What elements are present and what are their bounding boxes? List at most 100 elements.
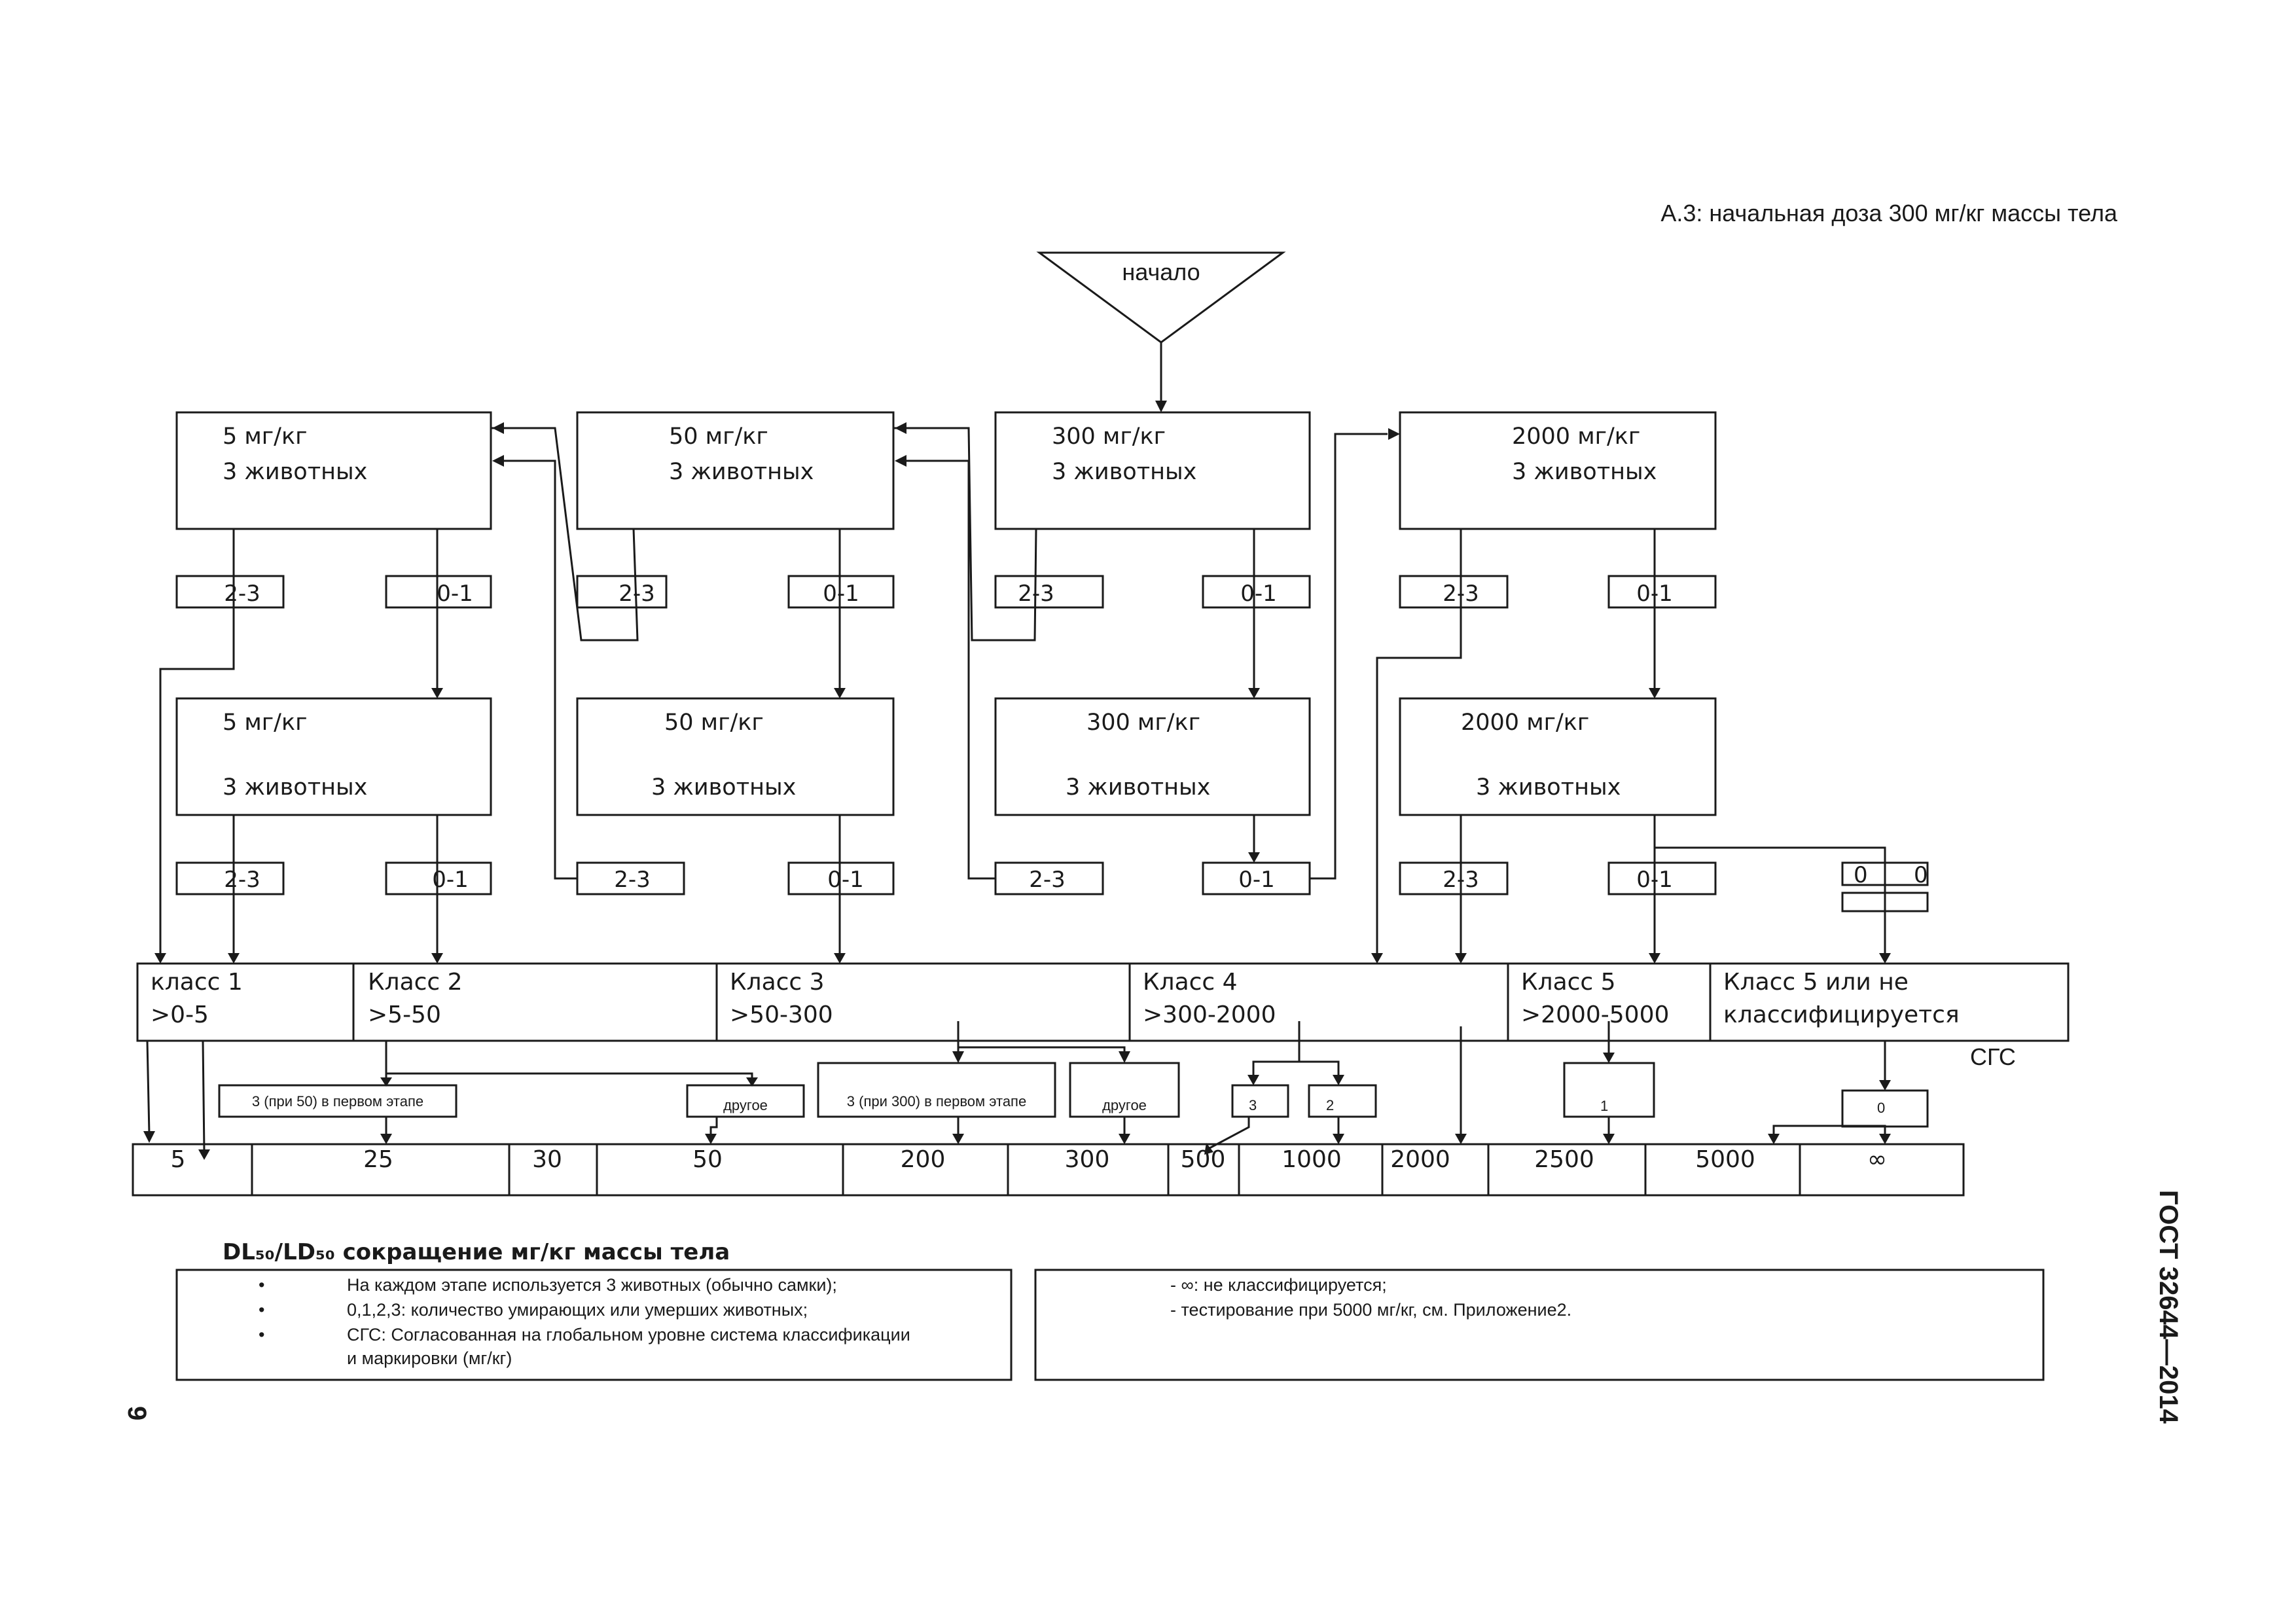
ghs-label: СГС	[1970, 1043, 2016, 1070]
legend-title: DL₅₀/LD₅₀ сокращение мг/кг массы тела	[223, 1239, 730, 1265]
svg-text:другое: другое	[723, 1097, 768, 1113]
dose-label: 5 мг/кг	[223, 710, 308, 736]
class-5-cell: Класс 5 >2000-5000	[1521, 969, 1669, 1028]
sub-box-2: 2	[1308, 1084, 1377, 1118]
class-name: Класс 3	[730, 969, 825, 996]
bullet: •	[259, 1300, 264, 1320]
svg-text:0: 0	[1854, 862, 1868, 888]
svg-text:0-1: 0-1	[437, 581, 473, 607]
class-4-cell: Класс 4 >300-2000	[1143, 969, 1276, 1028]
result-box-r2-300-survive: 0-1	[1202, 861, 1311, 895]
bullet: •	[259, 1325, 264, 1344]
sub-box-3: 3	[1231, 1084, 1289, 1118]
dose-box-2000-row1: 2000 мг/кг 3 животных	[1399, 411, 1717, 530]
ld50-scale	[132, 1143, 1965, 1197]
result-box-r2-5-survive: 0-1	[385, 861, 492, 895]
dose-label: 300 мг/кг	[1052, 424, 1166, 450]
result-box-r1-300-dead: 2-3	[994, 575, 1104, 609]
legend-item: На каждом этапе используется 3 животных …	[347, 1275, 837, 1295]
dose-label: 2000 мг/кг	[1461, 710, 1589, 736]
dose-label: 2000 мг/кг	[1512, 424, 1640, 450]
result-box-r1-2000-survive: 0-1	[1607, 575, 1717, 609]
class-3-cell: Класс 3 >50-300	[730, 969, 833, 1028]
scale-value: 500	[1181, 1146, 1226, 1173]
page-number: 9	[122, 1406, 151, 1420]
svg-text:1: 1	[1600, 1098, 1608, 1114]
scale-value: 5000	[1695, 1146, 1755, 1173]
result-box-r1-50-survive: 0-1	[787, 575, 895, 609]
svg-text:3: 3	[1249, 1097, 1257, 1113]
legend-right-box: - ∞: не классифицируется; - тестирование…	[1034, 1269, 2045, 1381]
animals-label: 3 животных	[1476, 774, 1621, 801]
class-name: Класс 2	[368, 969, 463, 996]
dose-label: 5 мг/кг	[223, 424, 308, 450]
svg-text:другое: другое	[1102, 1097, 1147, 1113]
sub-box-1: 1	[1563, 1062, 1655, 1118]
svg-text:0-1: 0-1	[823, 581, 859, 607]
svg-text:0: 0	[1877, 1100, 1885, 1116]
result-box-r1-50-dead: 2-3	[576, 575, 668, 609]
dose-label: 50 мг/кг	[664, 710, 764, 736]
class-range: >2000-5000	[1521, 1001, 1669, 1028]
class-2-cell: Класс 2 >5-50	[368, 969, 463, 1028]
animals-label: 3 животных	[1512, 459, 1657, 485]
animals-label: 3 животных	[223, 774, 367, 801]
class-1-cell: класс 1 >0-5	[151, 969, 243, 1028]
class-name: Класс 5	[1521, 969, 1616, 996]
animals-label: 3 животных	[223, 459, 367, 485]
class-range: >50-300	[730, 1001, 833, 1028]
class-range: >5-50	[368, 1001, 441, 1028]
class-name: класс 1	[151, 969, 243, 996]
scale-value: 300	[1065, 1146, 1110, 1173]
result-box-r1-5-dead: 2-3	[175, 575, 285, 609]
result-box-r2-50-survive: 0-1	[787, 861, 895, 895]
dose-box-300-row2: 300 мг/кг 3 животных	[994, 697, 1311, 816]
start-label: начало	[1122, 259, 1200, 285]
class-name: Класс 5 или не	[1723, 969, 1909, 996]
result-box-r2-300-dead: 2-3	[994, 861, 1104, 895]
svg-text:3 (при 50) в первом этапе: 3 (при 50) в первом этапе	[252, 1093, 423, 1110]
sub-box-3-at-50: 3 (при 50) в первом этапе	[218, 1084, 457, 1118]
result-box-r2-50-dead: 2-3	[576, 861, 685, 895]
legend-item: - ∞: не классифицируется;	[1170, 1275, 1387, 1295]
class-5-or-unclassified-cell: Класс 5 или не классифицируется	[1723, 969, 1960, 1028]
svg-text:2-3: 2-3	[224, 867, 260, 893]
class-range: >300-2000	[1143, 1001, 1276, 1028]
svg-text:2-3: 2-3	[224, 581, 260, 607]
animals-label: 3 животных	[669, 459, 814, 485]
svg-text:3 (при 300) в первом этапе: 3 (при 300) в первом этапе	[847, 1093, 1026, 1110]
dose-box-5-row2: 5 мг/кг 3 животных	[175, 697, 492, 816]
svg-text:0-1: 0-1	[1240, 581, 1277, 607]
class-range: классифицируется	[1723, 1001, 1960, 1028]
scale-value: ∞	[1867, 1146, 1887, 1173]
legend-item: - тестирование при 5000 мг/кг, см. Прило…	[1170, 1300, 1571, 1320]
legend-left-box: • На каждом этапе используется 3 животны…	[175, 1269, 1013, 1381]
dose-label: 300 мг/кг	[1086, 710, 1200, 736]
sub-box-3-at-300: 3 (при 300) в первом этапе	[817, 1062, 1056, 1118]
scale-value: 200	[901, 1146, 946, 1173]
svg-text:0: 0	[1914, 862, 1928, 888]
svg-text:0-1: 0-1	[827, 867, 864, 893]
scale-value: 5	[171, 1146, 186, 1173]
svg-text:2-3: 2-3	[1029, 867, 1066, 893]
class-row	[136, 962, 2070, 1042]
dose-box-50-row1: 50 мг/кг 3 животных	[576, 411, 895, 530]
scale-value: 50	[692, 1146, 723, 1173]
dose-label: 50 мг/кг	[669, 424, 768, 450]
scale-value: 25	[363, 1146, 393, 1173]
animals-label: 3 животных	[1066, 774, 1210, 801]
class-range: >0-5	[151, 1001, 209, 1028]
figure-title: А.3: начальная доза 300 мг/кг массы тела	[1660, 200, 2118, 226]
bullet: •	[259, 1275, 264, 1295]
result-box-r1-300-survive: 0-1	[1202, 575, 1311, 609]
scale-value: 30	[532, 1146, 562, 1173]
result-box-r2-5-dead: 2-3	[175, 861, 285, 895]
result-box-r1-2000-dead: 2-3	[1399, 575, 1509, 609]
class-name: Класс 4	[1143, 969, 1238, 996]
legend-item: и маркировки (мг/кг)	[347, 1348, 512, 1368]
svg-text:2: 2	[1326, 1097, 1334, 1113]
sub-box-other-1: другое	[686, 1084, 805, 1118]
start-node: начало	[1036, 251, 1286, 344]
gost-label: ГОСТ 32644—2014	[2154, 1190, 2183, 1424]
